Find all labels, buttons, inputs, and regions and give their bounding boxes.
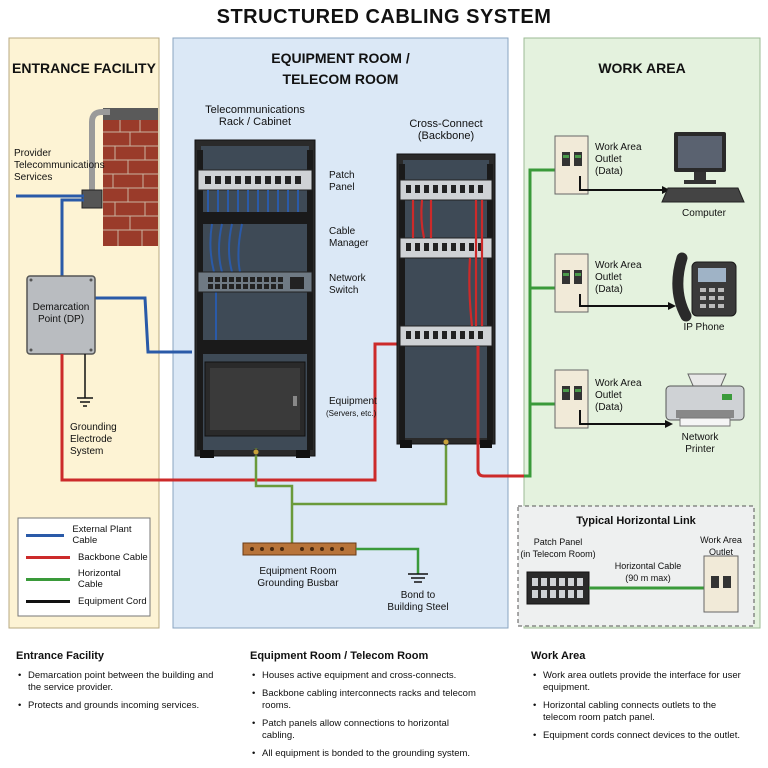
outlet-label-1: Work Area Outlet (Data) — [595, 142, 642, 177]
outlet-label-3: Work Area Outlet (Data) — [595, 378, 642, 413]
footer-work-bullet: Equipment cords connect devices to the o… — [531, 730, 746, 742]
typical-outlet — [703, 555, 739, 613]
legend-label: External Plant Cable — [72, 524, 132, 546]
printer-icon — [665, 373, 745, 427]
legend-item-backbone: Backbone Cable — [26, 546, 148, 568]
page-title: STRUCTURED CABLING SYSTEM — [216, 6, 552, 28]
footer-work-bullet: Work area outlets provide the interface … — [531, 670, 746, 694]
zone-title-entrance: ENTRANCE FACILITY — [12, 60, 156, 76]
legend-item-horizontal: Horizontal Cable — [26, 568, 148, 590]
footer-equipment-bullet: Patch panels allow connections to horizo… — [250, 718, 480, 742]
legend-label: Equipment Cord — [78, 595, 147, 607]
printer-label: Network Printer — [681, 432, 719, 455]
provider-label: Provider Telecommunications Services — [14, 148, 105, 183]
footer-equipment-bullet: All equipment is bonded to the grounding… — [250, 748, 480, 760]
legend-swatch — [26, 577, 70, 581]
cross-connect-label: Cross-Connect (Backbone) — [409, 118, 483, 142]
legend-swatch — [26, 599, 70, 603]
grounding-electrode-label: Grounding Electrode System — [70, 422, 117, 457]
outlet-label-2: Work Area Outlet (Data) — [595, 260, 642, 295]
legend-swatch — [26, 555, 70, 559]
footer-entrance: Entrance Facility Demarcation point betw… — [16, 650, 216, 718]
footer-entrance-title: Entrance Facility — [16, 650, 105, 662]
computer-icon — [661, 132, 745, 203]
ip-phone-icon — [672, 252, 737, 322]
grounding-busbar — [242, 542, 357, 556]
outlet-1 — [554, 135, 589, 195]
footer-entrance-bullet: Protects and grounds incoming services. — [16, 700, 216, 712]
conduit — [89, 109, 110, 196]
footer-work-title: Work Area — [531, 650, 586, 662]
computer-label: Computer — [682, 208, 726, 219]
equipment-label: Equipment — [329, 396, 377, 407]
footer-work-bullet: Horizontal cabling connects outlets to t… — [531, 700, 746, 724]
busbar-label: Equipment Room Grounding Busbar — [257, 566, 339, 589]
equipment-sub-label: (Servers, etc.) — [326, 409, 377, 418]
typical-outlet-label: Work Area Outlet — [700, 535, 742, 557]
rack-label: Telecommunications Rack / Cabinet — [205, 104, 305, 128]
typical-cable-label: Horizontal Cable (90 m max) — [614, 561, 682, 583]
typical-link-title: Typical Horizontal Link — [576, 515, 696, 527]
ground-symbol-demarc — [77, 397, 93, 407]
brick-wall — [103, 108, 158, 246]
cable-manager-label: Cable Manager — [329, 226, 369, 249]
typical-patch-panel-label: Patch Panel (in Telecom Room) — [520, 537, 596, 559]
ip-phone-label: IP Phone — [683, 322, 725, 333]
footer-equipment: Equipment Room / Telecom Room Houses act… — [250, 650, 480, 766]
footer-work: Work Area Work area outlets provide the … — [531, 650, 746, 748]
outlet-2 — [554, 253, 589, 313]
footer-equipment-title: Equipment Room / Telecom Room — [250, 650, 429, 662]
ground-symbol-building — [408, 573, 428, 583]
entrance-box — [81, 189, 103, 209]
zone-title-work-area: WORK AREA — [598, 60, 686, 76]
outlet-3 — [554, 369, 589, 429]
telecom-rack — [194, 139, 316, 458]
typical-patch-panel — [526, 571, 590, 605]
footer-equipment-bullet: Houses active equipment and cross-connec… — [250, 670, 480, 682]
network-switch-label: Network Switch — [329, 273, 366, 296]
legend-label: Horizontal Cable — [77, 568, 121, 590]
cross-connect-rack — [396, 153, 496, 448]
legend-label: Backbone Cable — [78, 551, 148, 563]
footer-equipment-bullet: Backbone cabling interconnects racks and… — [250, 688, 480, 712]
legend-item-external: External Plant Cable — [26, 524, 148, 546]
footer-entrance-bullet: Demarcation point between the building a… — [16, 670, 216, 694]
bond-label: Bond to Building Steel — [387, 590, 449, 613]
legend-item-equipment: Equipment Cord — [26, 590, 148, 612]
legend: External Plant Cable Backbone Cable Hori… — [26, 524, 148, 612]
zone-title-equipment-room: EQUIPMENT ROOM / TELECOM ROOM — [271, 50, 410, 87]
demarcation-label: Demarcation Point (DP) — [32, 302, 90, 325]
patch-panel-label: Patch Panel — [329, 170, 355, 193]
legend-swatch — [26, 533, 65, 537]
